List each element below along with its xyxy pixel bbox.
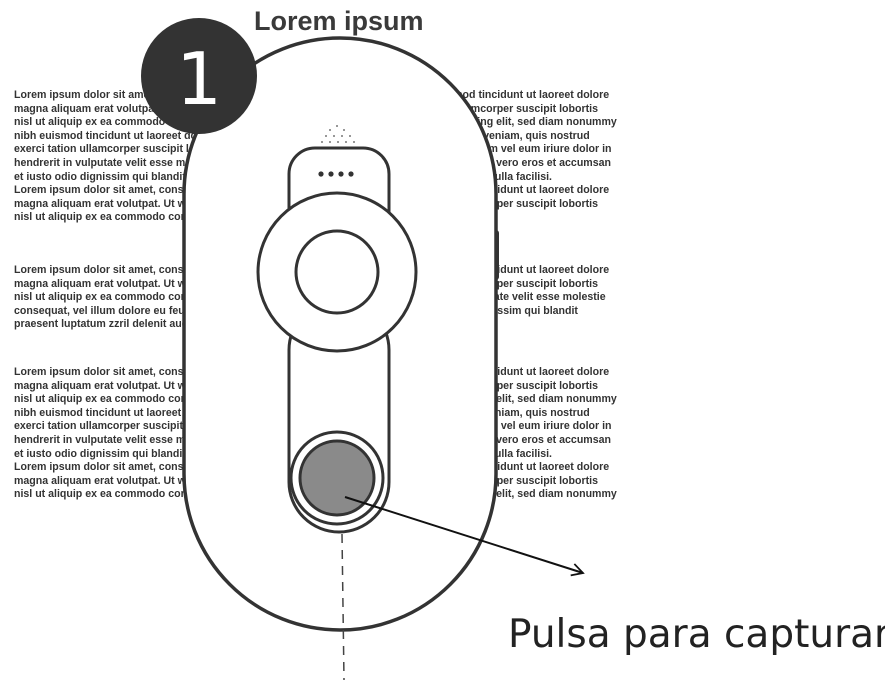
indicator-dots-icon [318, 171, 354, 177]
callout-arrow [344, 496, 585, 577]
callout-label: Pulsa para capturar [508, 612, 885, 657]
step-number: 1 [176, 37, 222, 121]
text-line: nisl ut aliquip ex ea commodo consequat. [14, 211, 225, 224]
document-title: Lorem ipsum [254, 6, 424, 36]
step-badge [141, 18, 257, 134]
scan-ring-icon [294, 229, 380, 315]
cable-line [341, 533, 345, 681]
speaker-grille-icon [321, 125, 355, 143]
capture-button-icon[interactable] [298, 439, 376, 517]
